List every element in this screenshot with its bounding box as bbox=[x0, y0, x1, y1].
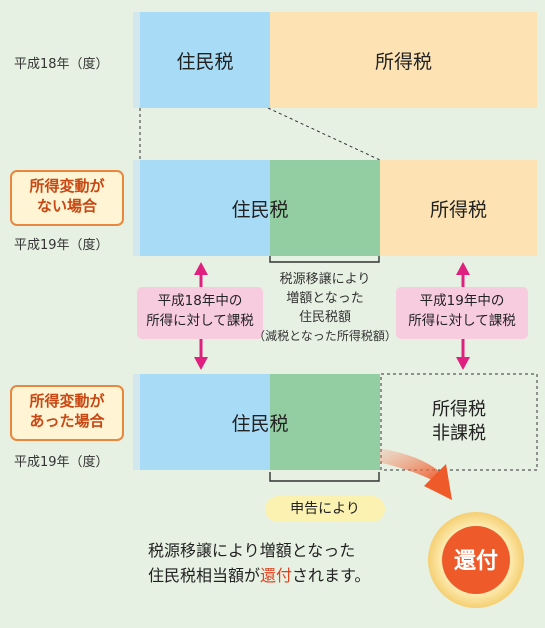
message-line2-suffix: されます。 bbox=[292, 566, 371, 585]
row3-resident-tax-label: 住民税 bbox=[231, 412, 289, 435]
callout-left: 平成18年中の 所得に対して課税 bbox=[137, 287, 263, 339]
badge-no-change-line1: 所得変動が bbox=[29, 177, 105, 195]
year-label-19b: 平成19年（度） bbox=[14, 455, 109, 470]
callout-right: 平成19年中の 所得に対して課税 bbox=[396, 287, 528, 339]
message-line1: 税源移譲により増額となった bbox=[148, 541, 356, 560]
callout-right-line2: 所得に対して課税 bbox=[408, 313, 516, 329]
message-highlight: 還付 bbox=[260, 566, 293, 585]
row3-resident-left bbox=[140, 374, 270, 470]
bar-3d-edge bbox=[133, 160, 140, 256]
claim-pill: 申告により bbox=[265, 496, 385, 522]
badge-no-change: 所得変動が ない場合 bbox=[10, 170, 124, 226]
row1-resident-tax: 住民税 bbox=[140, 12, 270, 108]
refund-label: 還付 bbox=[453, 549, 498, 574]
year-label-18: 平成18年（度） bbox=[14, 57, 109, 72]
bracket-top bbox=[269, 253, 380, 263]
badge-changed-line2: あった場合 bbox=[29, 412, 105, 430]
row2-resident-left bbox=[140, 160, 270, 256]
callout-center: 税源移譲により 増額となった 住民税額 （減税となった所得税額） bbox=[250, 270, 400, 346]
row2-resident-tax-label: 住民税 bbox=[231, 198, 289, 221]
bracket-bottom bbox=[269, 472, 380, 482]
row3-transfer-segment bbox=[270, 374, 380, 470]
row2-transfer-segment bbox=[270, 160, 380, 256]
badge-no-change-line2: ない場合 bbox=[36, 197, 97, 215]
dashed-guide-center bbox=[267, 107, 381, 161]
refund-message: 税源移譲により増額となった 住民税相当額が還付されます。 bbox=[148, 538, 370, 588]
row2-income-tax: 所得税 bbox=[380, 160, 537, 256]
callout-left-line1: 平成18年中の bbox=[157, 293, 243, 309]
callout-right-line1: 平成19年中の bbox=[419, 293, 505, 309]
refund-swoosh-arrow bbox=[378, 448, 452, 500]
row3-income-line1: 所得税 bbox=[432, 399, 486, 420]
row3-income-tax-nontaxable: 所得税 非課税 bbox=[381, 374, 537, 470]
badge-changed-line1: 所得変動が bbox=[29, 392, 105, 410]
callout-center-line4: （減税となった所得税額） bbox=[253, 329, 397, 343]
row1-income-tax: 所得税 bbox=[270, 12, 537, 108]
row3-income-line2: 非課税 bbox=[432, 423, 486, 444]
badge-changed: 所得変動が あった場合 bbox=[10, 385, 124, 441]
message-line2: 住民税相当額が還付されます。 bbox=[148, 563, 370, 588]
bar-3d-edge bbox=[133, 374, 140, 470]
callout-center-line3: 住民税額 bbox=[298, 310, 351, 325]
callout-center-line2: 増額となった bbox=[286, 291, 364, 306]
callout-left-line2: 所得に対して課税 bbox=[146, 313, 254, 329]
refund-circle bbox=[442, 526, 510, 594]
year-label-19a: 平成19年（度） bbox=[14, 238, 109, 253]
callout-center-line1: 税源移譲により bbox=[279, 272, 371, 287]
non-taxable-dashed-box bbox=[380, 373, 538, 471]
message-line2-prefix: 住民税相当額が bbox=[148, 566, 261, 585]
bar-3d-edge bbox=[133, 12, 140, 108]
